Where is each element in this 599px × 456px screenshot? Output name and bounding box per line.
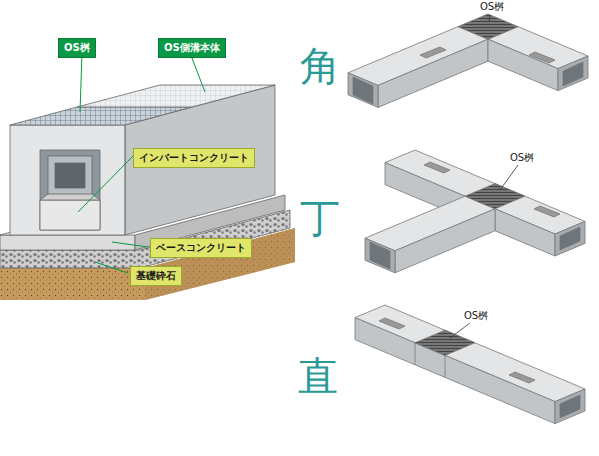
shape-character: 直 <box>298 356 338 396</box>
callout-text: インバートコンクリート <box>139 151 249 165</box>
callout-text: OS桝 <box>64 41 90 55</box>
straight-ditch <box>355 305 585 424</box>
callout-text: OS側溝本体 <box>164 41 220 55</box>
callout-box: OS桝 <box>58 38 96 58</box>
part-label: OS桝 <box>462 310 490 322</box>
part-label: OS桝 <box>508 152 536 164</box>
callout-box: インバートコンクリート <box>133 148 255 168</box>
callout-box: 基礎砕石 <box>130 266 182 286</box>
callout-box: ベースコンクリート <box>150 238 252 258</box>
tee-ditch <box>365 150 585 273</box>
corner-ditch <box>348 14 588 107</box>
label-leaders <box>450 15 518 338</box>
callout-text: 基礎砕石 <box>136 269 176 283</box>
shape-character: 角 <box>300 46 340 86</box>
part-label: OS桝 <box>478 1 506 13</box>
callout-box: OS側溝本体 <box>158 38 226 58</box>
callout-text: ベースコンクリート <box>156 241 246 255</box>
shape-character: 丁 <box>300 198 340 238</box>
ditch-section <box>0 85 295 300</box>
